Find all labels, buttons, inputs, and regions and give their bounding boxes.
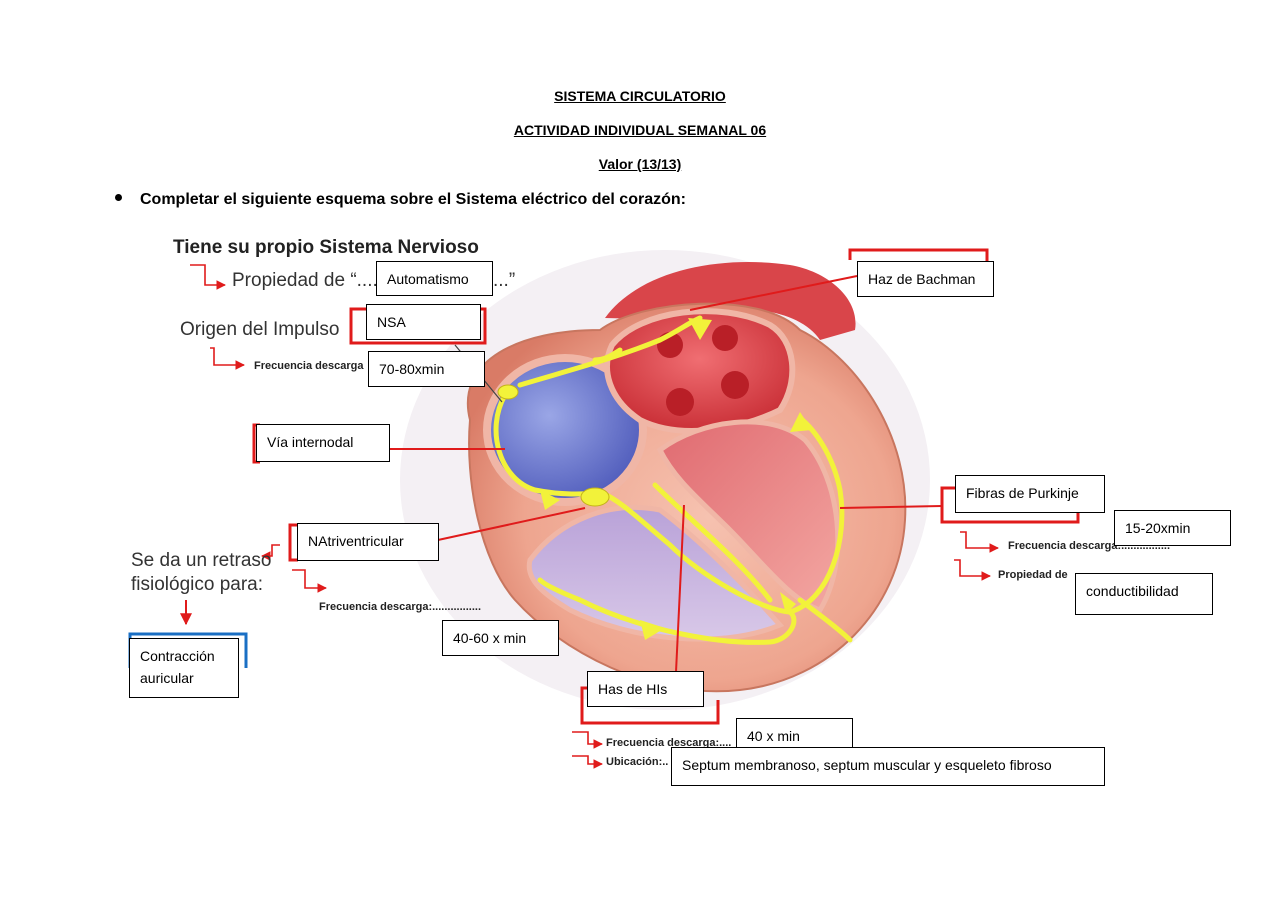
property-prefix: Propiedad de “ <box>232 270 357 291</box>
frame-nav <box>288 523 298 562</box>
document-title: SISTEMA CIRCULATORIO <box>554 88 726 104</box>
bullet-icon <box>115 194 122 202</box>
elbow-arrows <box>190 264 999 769</box>
answer-his-freq[interactable]: 40 x min <box>736 718 853 752</box>
vein-opening <box>721 371 749 399</box>
document-subtitle: ACTIVIDAD INDIVIDUAL SEMANAL 06 <box>513 122 767 138</box>
av-node-shape <box>580 487 610 507</box>
answer-purkinje-freq[interactable]: 15-20xmin <box>1114 510 1231 546</box>
instruction-line: Completar el siguiente esquema sobre el … <box>115 191 686 209</box>
frame-bachman <box>848 248 989 262</box>
answer-nsa-freq[interactable]: 70-80xmin <box>368 351 485 387</box>
answer-contraccion[interactable]: Contracción auricular <box>129 638 239 698</box>
property-dots-left: .... <box>356 270 378 291</box>
vein-opening <box>666 388 694 416</box>
answer-via-internodal[interactable]: Vía internodal <box>256 424 390 462</box>
prop-label-purkinje: Propiedad de <box>998 569 1068 581</box>
property-dots-right: ...” <box>493 270 516 291</box>
answer-nav[interactable]: NAtriventricular <box>297 523 439 561</box>
answer-his-ubicacion[interactable]: Septum membranoso, septum muscular y esq… <box>671 747 1105 786</box>
instruction-text: Completar el siguiente esquema sobre el … <box>140 191 686 208</box>
answer-his[interactable]: Has de HIs <box>587 671 704 707</box>
answer-automatismo[interactable]: Automatismo <box>376 261 493 296</box>
vein-opening <box>712 325 738 351</box>
answer-haz-bachman[interactable]: Haz de Bachman <box>857 261 994 297</box>
conduction-arrowheads <box>540 318 812 640</box>
freq-label-av: Frecuencia descarga:................ <box>319 601 482 613</box>
freq-label-sa: Frecuencia descarga <box>254 360 364 372</box>
ubicacion-label: Ubicación:.. <box>606 756 669 768</box>
left-ventricle <box>656 419 841 614</box>
answer-purkinje[interactable]: Fibras de Purkinje <box>955 475 1105 513</box>
frame-his <box>580 686 720 725</box>
delay-label-2: fisiológico para: <box>131 574 264 595</box>
answer-conductibilidad[interactable]: conductibilidad <box>1075 573 1213 615</box>
diagram-heading: Tiene su propio Sistema Nervioso <box>173 237 479 258</box>
answer-nav-freq[interactable]: 40-60 x min <box>442 620 559 656</box>
sa-node-shape <box>497 384 519 400</box>
answer-nsa[interactable]: NSA <box>366 304 481 340</box>
property-label: Propiedad de “.... <box>232 270 378 292</box>
document-value: Valor (13/13) <box>598 156 682 172</box>
freq-label-his: Frecuencia descarga:.... <box>606 737 732 749</box>
delay-label-1: Se da un retraso <box>131 550 272 571</box>
origin-label: Origen del Impulso <box>180 319 340 340</box>
right-atrium <box>483 354 647 506</box>
frame-purkinje <box>940 486 1080 524</box>
